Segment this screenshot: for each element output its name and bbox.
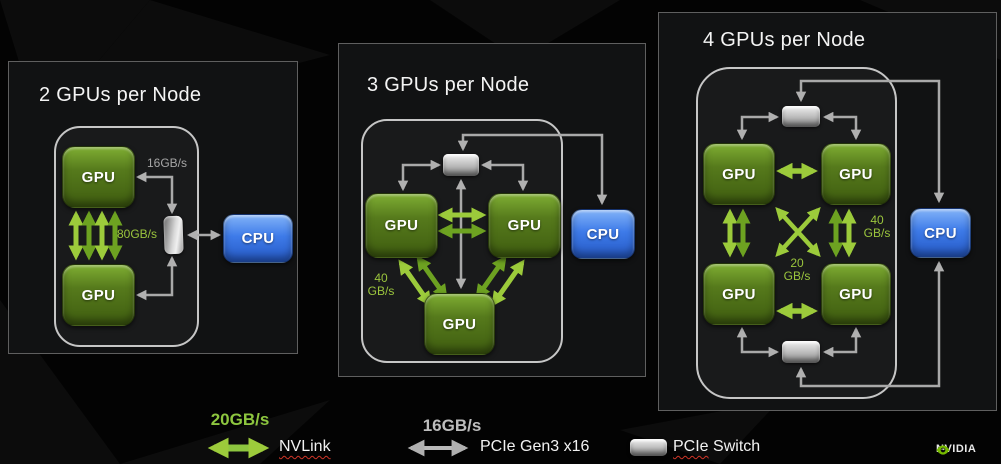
nvlink-speed-label: 80GB/s	[117, 227, 158, 241]
legend-switch-label: PCIe Switch	[673, 438, 760, 456]
pcie-link-topswitch-gpu-tl	[736, 111, 780, 141]
panel-3-gpus-per-node: 3 GPUs per Node GPU GPU GPU CPU 40 GB/s	[338, 43, 646, 377]
legend-switch-label-word2: Switch	[713, 438, 761, 455]
nvlink-speed-unit: GB/s	[783, 269, 811, 283]
legend-nvlink-label: NVLink	[279, 438, 331, 455]
legend-nvlink-speed: 20GB/s	[210, 410, 270, 429]
connection-lines	[722, 79, 945, 388]
nvlink-speed-value: 40	[374, 271, 388, 285]
nvlink-speed-unit: GB/s	[367, 284, 395, 298]
connection-lines	[397, 133, 608, 307]
pcie-switch-legend-icon	[630, 439, 667, 456]
pcie-link-topswitch-cpu	[795, 79, 945, 204]
connection-lines	[68, 171, 222, 301]
pcie-link-switch-gpu-right	[480, 159, 529, 192]
gpu-box: GPU	[703, 143, 775, 205]
cpu-box: CPU	[910, 208, 971, 258]
pcie-switch-icon	[443, 154, 479, 176]
gpu-box: GPU	[424, 293, 495, 355]
gpu-box: GPU	[62, 264, 135, 326]
cpu-box: CPU	[223, 214, 293, 263]
legend-pcie-speed: 16GB/s	[422, 416, 482, 435]
pcie-link-switch-gpu1	[135, 171, 178, 215]
nvlink-speed-label: 40 GB/s	[361, 272, 401, 298]
panel-title: 4 GPUs per Node	[703, 29, 866, 51]
gpu-box: GPU	[703, 263, 775, 325]
nvlink-speed-unit: GB/s	[863, 226, 891, 240]
panel-title: 2 GPUs per Node	[39, 84, 202, 106]
gpu-box: GPU	[821, 143, 891, 205]
nvlink-arrow	[475, 255, 507, 300]
node-boundary	[361, 119, 563, 363]
gpu-box: GPU	[365, 193, 438, 258]
panel-2-gpus-per-node: 2 GPUs per Node GPU GPU CPU 16GB/s 80GB/…	[8, 61, 298, 354]
panel-title: 3 GPUs per Node	[367, 74, 530, 96]
panel-4-gpus-per-node: 4 GPUs per Node GPU GPU GPU GPU CPU 40 G…	[658, 12, 997, 411]
cpu-box: CPU	[571, 209, 635, 259]
legend-switch-label-word1: PCIe	[673, 438, 709, 455]
nvlink-speed-label-20: 20 GB/s	[777, 257, 817, 283]
nvlink-arrow-cross	[775, 207, 821, 257]
pcie-switch-icon	[782, 106, 820, 127]
nvlink-arrow	[416, 255, 448, 300]
pcie-link-topswitch-gpu-tr	[822, 111, 862, 141]
pcie-link-switch-cpu	[457, 133, 608, 206]
gpu-box: GPU	[62, 146, 135, 208]
pcie-switch-icon	[163, 215, 184, 255]
nvlink-speed-label-40: 40 GB/s	[857, 214, 897, 240]
nvidia-logo: NVIDIA	[936, 443, 976, 455]
pcie-link-botswitch-gpu-bl	[736, 326, 780, 358]
nvidia-eye-icon	[936, 445, 950, 455]
pcie-link-botswitch-gpu-br	[822, 326, 862, 358]
pcie-link-switch-gpu2	[135, 255, 178, 301]
pcie-switch-icon	[782, 341, 820, 363]
nvlink-speed-value: 40	[870, 213, 884, 227]
legend-pcie-label: PCIe Gen3 x16	[480, 438, 590, 455]
pcie-link-switch-gpu-left	[397, 159, 442, 192]
pcie-speed-label: 16GB/s	[146, 156, 188, 170]
pcie-link-botswitch-cpu	[795, 260, 945, 388]
gpu-box: GPU	[488, 193, 561, 258]
node-boundary	[696, 67, 897, 399]
gpu-box: GPU	[821, 263, 891, 325]
